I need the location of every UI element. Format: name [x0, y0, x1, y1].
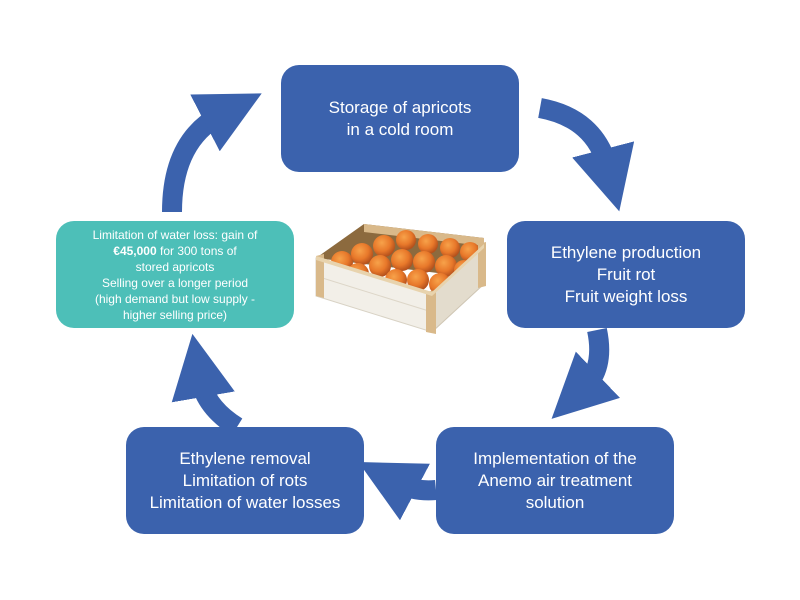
step-storage-line: in a cold room	[346, 119, 454, 139]
step-storage-line: Storage of apricots	[328, 97, 472, 117]
step-ethylene-removal: Ethylene removal Limitation of rots Limi…	[126, 427, 364, 534]
step-removal-line: Ethylene removal	[179, 448, 311, 468]
step-storage: Storage of apricots in a cold room	[281, 65, 519, 172]
benefit-amount: €45,000	[113, 243, 157, 258]
benefit-line-rest: for 300 tons of	[156, 243, 237, 258]
benefit-line: higher selling price)	[122, 307, 228, 322]
step-anemo-line: Implementation of the	[473, 448, 637, 468]
benefit-line: stored apricots	[135, 259, 215, 274]
arrow-storage-to-ethylene	[537, 98, 635, 212]
arrow-anemo-to-removal	[358, 462, 437, 521]
step-ethylene-production: Ethylene production Fruit rot Fruit weig…	[507, 221, 745, 328]
step-ethylene-line: Ethylene production	[550, 242, 702, 262]
step-removal-line: Limitation of rots	[182, 470, 308, 490]
step-anemo-solution: Implementation of the Anemo air treatmen…	[436, 427, 674, 534]
benefit-box: Limitation of water loss: gain of €45,00…	[56, 221, 294, 328]
arrow-removal-to-benefit	[171, 333, 243, 436]
step-removal-line: Limitation of water losses	[149, 492, 341, 512]
benefit-line: €45,000 for 300 tons of	[113, 243, 236, 259]
arrow-ethylene-to-anemo	[551, 327, 620, 419]
step-anemo-line: solution	[525, 492, 585, 512]
apricot-crate-image	[315, 224, 486, 334]
benefit-line: (high demand but low supply -	[94, 291, 256, 306]
arrow-benefit-to-storage	[162, 93, 262, 213]
benefit-line: Selling over a longer period	[101, 275, 249, 290]
step-ethylene-line: Fruit rot	[596, 264, 656, 284]
step-ethylene-line: Fruit weight loss	[564, 286, 688, 306]
step-anemo-line: Anemo air treatment	[477, 470, 632, 490]
benefit-line: Limitation of water loss: gain of	[92, 227, 258, 242]
